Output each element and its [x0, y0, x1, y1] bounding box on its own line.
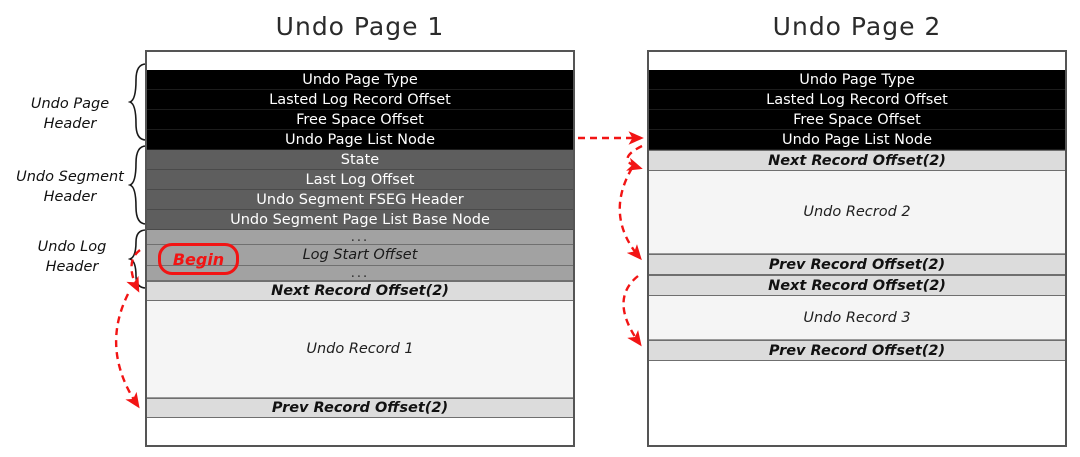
page-header-row: Free Space Offset — [147, 110, 573, 130]
row-label: Prev Record Offset(2) — [768, 256, 946, 273]
row-label: Undo Page List Node — [285, 131, 435, 148]
row-label: Undo Page List Node — [782, 131, 932, 148]
blank-row — [147, 418, 573, 445]
row-label: State — [340, 151, 380, 168]
row-label: Undo Recrod 2 — [803, 204, 911, 220]
record-offset-row: Prev Record Offset(2) — [147, 398, 573, 418]
row-label: Last Log Offset — [305, 171, 415, 188]
record-offset-row: Next Record Offset(2) — [147, 281, 573, 301]
log-header-ellipsis-row: ... — [147, 230, 573, 245]
page-header-row: Undo Page Type — [649, 70, 1065, 90]
segment-header-row: Undo Segment Page List Base Node — [147, 210, 573, 230]
page-title-undo-page-1: Undo Page 1 — [275, 12, 445, 41]
row-label: Next Record Offset(2) — [768, 277, 946, 294]
connector-next-to-prev-2 — [618, 167, 642, 261]
row-label: Undo Page Type — [302, 71, 418, 88]
section-label-undo-log-header: Undo Log Header — [18, 238, 126, 277]
record-body-row: Undo Record 1 — [147, 301, 573, 398]
row-label: Log Start Offset — [302, 247, 418, 263]
blank-row — [649, 52, 1065, 70]
row-label: Undo Record 1 — [306, 341, 414, 357]
section-label-line-1: Undo Segment — [16, 169, 124, 185]
section-label-line-2: Header — [45, 258, 99, 275]
brace-segment-header — [128, 145, 147, 225]
section-label-undo-page-header: Undo Page Header — [14, 95, 126, 134]
row-label: Next Record Offset(2) — [768, 152, 946, 169]
page-header-row: Lasted Log Record Offset — [147, 90, 573, 110]
row-label: Prev Record Offset(2) — [271, 400, 449, 416]
section-label-line-2: Header — [43, 188, 97, 205]
segment-header-row: Undo Segment FSEG Header — [147, 190, 573, 210]
blank-row — [147, 52, 573, 70]
brace-page-header — [128, 63, 147, 141]
page-header-row: Free Space Offset — [649, 110, 1065, 130]
record-offset-row: Next Record Offset(2) — [649, 150, 1065, 171]
blank-row — [649, 361, 1065, 445]
page-title-undo-page-2: Undo Page 2 — [772, 12, 942, 41]
connector-next-to-prev-1 — [114, 293, 140, 409]
begin-badge: Begin — [158, 243, 239, 275]
row-label: Undo Record 3 — [803, 309, 911, 326]
page-header-row: Undo Page Type — [147, 70, 573, 90]
row-label: Free Space Offset — [793, 111, 921, 128]
record-offset-row: Prev Record Offset(2) — [649, 340, 1065, 361]
section-label-line-1: Undo Page — [30, 96, 110, 112]
page-header-row: Undo Page List Node — [147, 130, 573, 150]
row-label: Next Record Offset(2) — [271, 283, 449, 299]
record-offset-row: Next Record Offset(2) — [649, 275, 1065, 296]
segment-header-row: Last Log Offset — [147, 170, 573, 190]
row-label: Prev Record Offset(2) — [768, 342, 946, 359]
row-label: Lasted Log Record Offset — [269, 91, 451, 108]
section-label-undo-segment-header: Undo Segment Header — [8, 168, 132, 207]
row-label: Undo Segment Page List Base Node — [230, 211, 490, 228]
record-body-row: Undo Record 3 — [649, 296, 1065, 340]
row-label: Free Space Offset — [296, 111, 424, 128]
record-offset-row: Prev Record Offset(2) — [649, 254, 1065, 275]
page-header-row: Lasted Log Record Offset — [649, 90, 1065, 110]
row-label: Undo Page Type — [799, 71, 915, 88]
section-label-line-2: Header — [43, 115, 97, 132]
section-label-line-1: Undo Log — [37, 239, 107, 255]
page-header-row: Undo Page List Node — [649, 130, 1065, 150]
row-label: Undo Segment FSEG Header — [256, 191, 464, 208]
segment-header-row: State — [147, 150, 573, 170]
row-label: ... — [350, 266, 370, 281]
log-header-row: Log Start Offset — [147, 245, 573, 266]
record-body-row: Undo Recrod 2 — [649, 171, 1065, 254]
row-label: Lasted Log Record Offset — [766, 91, 948, 108]
connector-entry-to-next-2 — [626, 144, 643, 171]
log-header-ellipsis-row: ... — [147, 266, 573, 281]
row-label: ... — [350, 230, 370, 245]
connector-next-to-prev-3 — [622, 275, 642, 347]
